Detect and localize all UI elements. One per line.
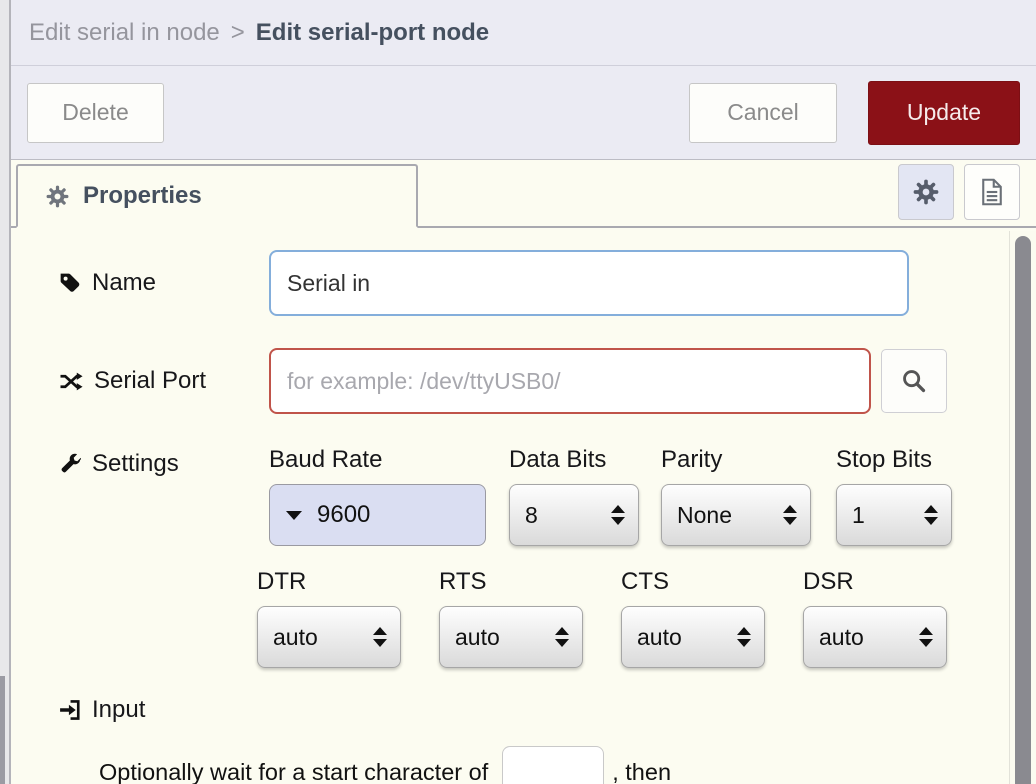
name-label: Name xyxy=(59,269,269,297)
dsr-select[interactable]: auto xyxy=(803,606,947,668)
dialog-toolbar: Delete Cancel Update xyxy=(11,66,1036,160)
spinner-arrows-icon xyxy=(555,627,569,647)
settings-label-text: Settings xyxy=(92,450,179,477)
data-bits-value: 8 xyxy=(525,501,538,528)
data-bits-field: Data Bits 8 xyxy=(509,446,639,546)
baud-rate-value: 9600 xyxy=(317,501,371,528)
rts-field: RTS auto xyxy=(439,568,583,668)
workspace-scrollbar[interactable] xyxy=(0,676,5,784)
document-icon xyxy=(980,178,1004,206)
cts-value: auto xyxy=(637,623,682,650)
dsr-value: auto xyxy=(819,623,864,650)
cog-icon xyxy=(46,185,69,208)
dsr-label: DSR xyxy=(803,568,854,595)
dialog-header: Edit serial in node > Edit serial-port n… xyxy=(11,0,1036,66)
node-description-button[interactable] xyxy=(964,164,1020,220)
edit-serial-port-node-dialog: Edit serial in node > Edit serial-port n… xyxy=(9,0,1036,784)
start-character-input[interactable] xyxy=(502,746,605,784)
wrench-icon xyxy=(59,453,81,475)
dsr-field: DSR auto xyxy=(803,568,947,668)
input-section-label: Input xyxy=(59,696,1036,724)
input-section-label-text: Input xyxy=(92,696,146,723)
serial-port-input[interactable] xyxy=(269,348,871,414)
dtr-field: DTR auto xyxy=(257,568,401,668)
breadcrumb-separator: > xyxy=(230,18,245,46)
tag-icon xyxy=(59,272,81,294)
spinner-arrows-icon xyxy=(919,627,933,647)
serial-port-search-button[interactable] xyxy=(881,349,947,413)
settings-row-2: DTR auto RTS auto xyxy=(257,568,985,668)
data-bits-select[interactable]: 8 xyxy=(509,484,639,546)
cts-label: CTS xyxy=(621,568,669,595)
rts-label: RTS xyxy=(439,568,487,595)
parity-field: Parity None xyxy=(661,446,811,546)
settings-fields: Baud Rate 9600 Data Bits 8 xyxy=(257,446,985,668)
tab-properties[interactable]: Properties xyxy=(16,164,418,228)
parity-value: None xyxy=(677,501,732,528)
rts-select[interactable]: auto xyxy=(439,606,583,668)
breadcrumb-parent[interactable]: Edit serial in node xyxy=(29,18,220,46)
stop-bits-select[interactable]: 1 xyxy=(836,484,952,546)
dtr-value: auto xyxy=(273,623,318,650)
rts-value: auto xyxy=(455,623,500,650)
data-bits-label: Data Bits xyxy=(509,446,607,473)
search-icon xyxy=(901,368,927,394)
serial-port-label: Serial Port xyxy=(59,367,269,395)
tab-buttons xyxy=(898,164,1020,220)
cog-icon xyxy=(913,179,939,205)
start-character-line: Optionally wait for a start character of… xyxy=(99,746,1036,784)
dtr-select[interactable]: auto xyxy=(257,606,401,668)
name-row: Name xyxy=(59,250,1036,316)
settings-label: Settings xyxy=(59,450,269,478)
stop-bits-value: 1 xyxy=(852,501,865,528)
serial-port-row: Serial Port xyxy=(59,348,1036,414)
dialog-scrollbar-thumb[interactable] xyxy=(1015,236,1031,784)
settings-block: Settings Baud Rate 9600 Data Bits xyxy=(59,446,1036,668)
tab-strip: Properties xyxy=(11,160,1036,228)
cts-field: CTS auto xyxy=(621,568,765,668)
baud-rate-field: Baud Rate 9600 xyxy=(269,446,486,546)
caret-down-icon xyxy=(286,510,302,520)
edit-properties-button[interactable] xyxy=(898,164,954,220)
spinner-arrows-icon xyxy=(373,627,387,647)
workspace-background-strip xyxy=(0,0,9,784)
serial-port-label-text: Serial Port xyxy=(94,367,207,394)
spinner-arrows-icon xyxy=(924,505,938,525)
baud-rate-label: Baud Rate xyxy=(269,446,383,473)
start-character-suffix: , then xyxy=(612,758,672,784)
settings-row-1: Baud Rate 9600 Data Bits 8 xyxy=(269,446,985,546)
spinner-arrows-icon xyxy=(783,505,797,525)
spinner-arrows-icon xyxy=(611,505,625,525)
sign-in-icon xyxy=(59,699,81,721)
properties-form: Name xyxy=(11,228,1036,784)
spinner-arrows-icon xyxy=(737,627,751,647)
name-label-text: Name xyxy=(92,269,157,296)
cts-select[interactable]: auto xyxy=(621,606,765,668)
dtr-label: DTR xyxy=(257,568,307,595)
start-character-prefix: Optionally wait for a start character of xyxy=(99,758,489,784)
breadcrumb-current: Edit serial-port node xyxy=(255,18,490,46)
tab-properties-label: Properties xyxy=(83,182,202,209)
baud-rate-dropdown[interactable]: 9600 xyxy=(269,484,486,546)
name-input[interactable] xyxy=(269,250,909,316)
stop-bits-field: Stop Bits 1 xyxy=(836,446,952,546)
delete-button[interactable]: Delete xyxy=(27,82,164,143)
dialog-scrollbar[interactable] xyxy=(1009,231,1036,784)
parity-select[interactable]: None xyxy=(661,484,811,546)
stop-bits-label: Stop Bits xyxy=(836,446,933,473)
parity-label: Parity xyxy=(661,446,723,473)
shuffle-icon xyxy=(59,371,83,392)
update-button[interactable]: Update xyxy=(868,80,1020,145)
cancel-button[interactable]: Cancel xyxy=(689,82,837,143)
